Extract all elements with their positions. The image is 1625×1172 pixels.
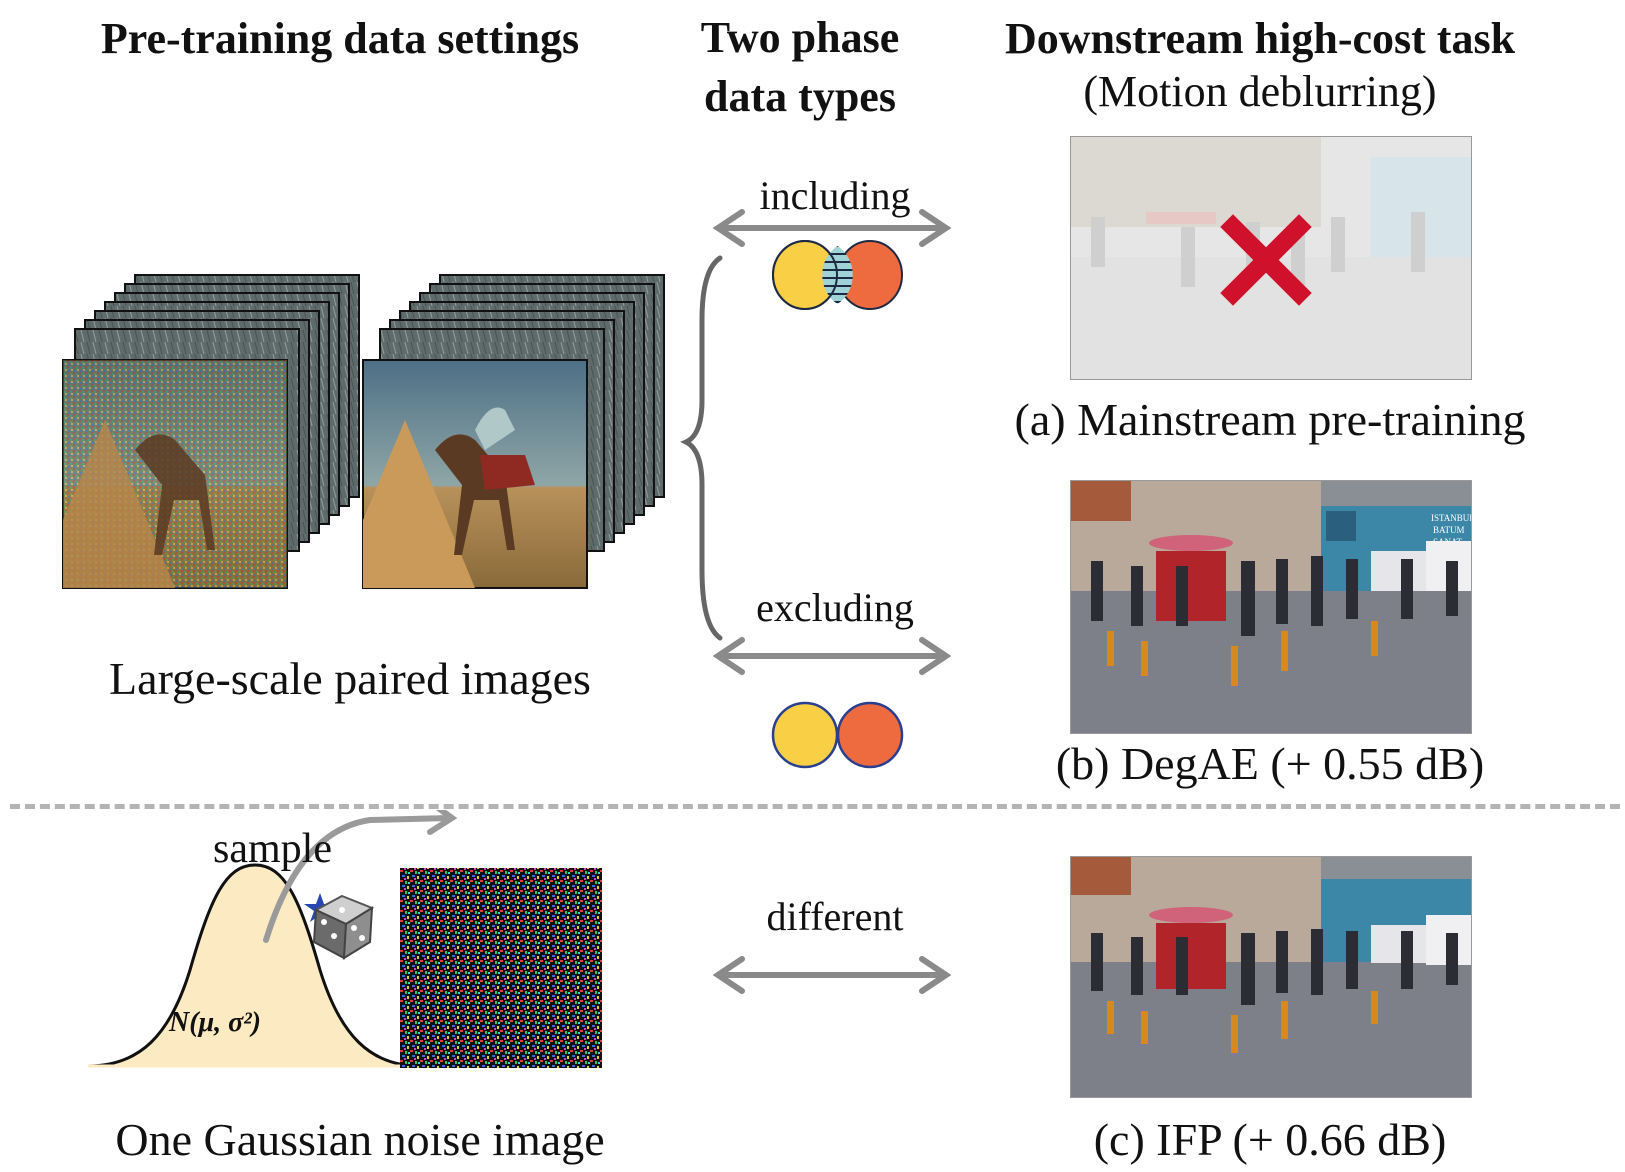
sample-label: sample bbox=[213, 826, 332, 872]
downstream-header: Downstream high-cost task bbox=[1004, 14, 1516, 63]
pretraining-header: Pre-training data settings bbox=[100, 14, 580, 63]
sign-text-2: BATUM bbox=[1433, 525, 1465, 535]
overlapping-venn-icon bbox=[772, 240, 903, 310]
mainstream-result-scene bbox=[1071, 137, 1471, 379]
caption-c: (c) IFP (+ 0.66 dB) bbox=[1093, 1114, 1447, 1165]
gaussian-curve bbox=[87, 863, 421, 1068]
including-arrow bbox=[712, 209, 952, 247]
noise-image-caption: One Gaussian noise image bbox=[115, 1114, 605, 1165]
including-label: including bbox=[759, 173, 911, 218]
caption-b: (b) DegAE (+ 0.55 dB) bbox=[1055, 738, 1485, 789]
mainstream-result-image bbox=[1070, 136, 1472, 380]
gaussian-noise-image bbox=[400, 868, 602, 1068]
ifp-result-image bbox=[1070, 856, 1472, 1098]
gaussian-formula: N(μ, σ²) bbox=[169, 1007, 261, 1038]
two-phase-header: Two phase data types bbox=[680, 8, 920, 127]
different-label: different bbox=[766, 894, 904, 939]
paired-image-stacks bbox=[62, 274, 665, 589]
different-arrow bbox=[712, 956, 952, 994]
red-cross-icon bbox=[1220, 214, 1312, 306]
curly-brace bbox=[680, 255, 723, 641]
gaussian-sampling-diagram bbox=[87, 810, 602, 1068]
sampling-arrow bbox=[263, 815, 453, 943]
excluding-arrow bbox=[712, 637, 952, 675]
clean-stack-frames bbox=[362, 274, 665, 589]
paired-images-caption: Large-scale paired images bbox=[109, 653, 591, 704]
excluding-label: excluding bbox=[756, 585, 914, 630]
section-divider bbox=[10, 804, 1620, 809]
two-phase-header-line2: data types bbox=[704, 72, 896, 122]
degae-result-image: ISTANBUL BATUM SANAT bbox=[1070, 480, 1472, 734]
ifp-result-scene bbox=[1071, 857, 1471, 1097]
separate-circles-icon bbox=[771, 701, 904, 769]
downstream-subheader: (Motion deblurring) bbox=[1083, 67, 1437, 116]
middle-connectors bbox=[680, 209, 952, 994]
noisy-stack-frames bbox=[62, 274, 360, 589]
sign-text-1: ISTANBUL bbox=[1431, 513, 1471, 523]
two-phase-header-line1: Two phase bbox=[700, 13, 900, 62]
caption-a: (a) Mainstream pre-training bbox=[1014, 394, 1526, 445]
dice-icon bbox=[312, 894, 375, 960]
degae-result-scene: ISTANBUL BATUM SANAT bbox=[1071, 481, 1471, 733]
